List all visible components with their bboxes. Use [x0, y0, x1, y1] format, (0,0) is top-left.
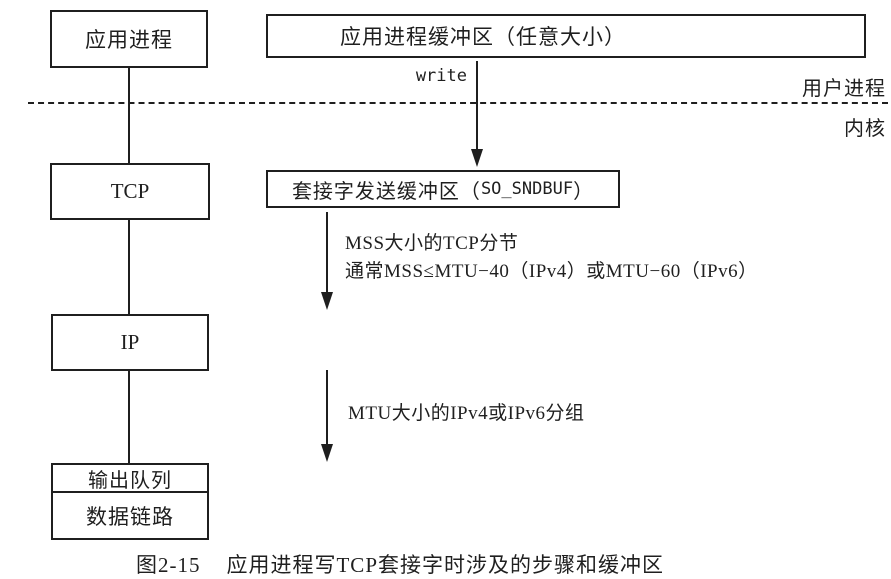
datalink-cell: 数据链路: [53, 493, 207, 538]
connector-tcp-to-ip: [128, 220, 130, 314]
socket-send-buffer-box: 套接字发送缓冲区（SO_SNDBUF）: [266, 170, 620, 208]
app-process-label: 应用进程: [85, 28, 173, 52]
kernel-label: 内核: [844, 118, 886, 140]
output-queue-label: 输出队列: [88, 469, 172, 492]
datalink-stack-box: 输出队列 数据链路: [51, 463, 209, 540]
mss-arrow-line: [326, 212, 328, 294]
mss-arrow-head-icon: [321, 292, 333, 310]
mss-note-line1: MSS大小的TCP分节: [345, 233, 519, 254]
ip-box: IP: [51, 314, 209, 371]
figure-caption: 图2-15 应用进程写TCP套接字时涉及的步骤和缓冲区: [0, 549, 800, 579]
mss-note-line2: 通常MSS≤MTU−40（IPv4）或MTU−60（IPv6）: [345, 261, 758, 282]
socket-buffer-label-prefix: 套接字发送缓冲区（: [291, 180, 481, 203]
datalink-label: 数据链路: [86, 504, 174, 529]
mss-note: MSS大小的TCP分节 通常MSS≤MTU−40（IPv4）或MTU−60（IP…: [345, 230, 758, 286]
mtu-note: MTU大小的IPv4或IPv6分组: [348, 403, 585, 424]
write-call-label: write: [415, 66, 467, 86]
figure-caption-number: 图2-15: [135, 553, 201, 577]
mtu-arrow-line: [326, 370, 328, 446]
user-process-label: 用户进程: [802, 78, 886, 100]
write-arrow-head-icon: [471, 149, 483, 167]
connector-app-to-tcp: [128, 68, 130, 163]
output-queue-cell: 输出队列: [53, 465, 207, 493]
socket-buffer-code: SO_SNDBUF: [480, 179, 574, 199]
user-kernel-boundary-line: [28, 102, 888, 104]
app-process-box: 应用进程: [50, 10, 208, 68]
write-arrow-line: [476, 61, 478, 151]
app-buffer-box: 应用进程缓冲区（任意大小）: [266, 14, 866, 58]
socket-buffer-label-suffix: ）: [573, 180, 595, 203]
mtu-arrow-head-icon: [321, 444, 333, 462]
figure-caption-text: 应用进程写TCP套接字时涉及的步骤和缓冲区: [226, 553, 664, 577]
ip-label: IP: [120, 330, 140, 354]
tcp-box: TCP: [50, 163, 210, 220]
tcp-label: TCP: [110, 179, 150, 203]
app-buffer-label: 应用进程缓冲区（任意大小）: [340, 25, 626, 49]
connector-ip-to-output-queue: [128, 371, 130, 463]
